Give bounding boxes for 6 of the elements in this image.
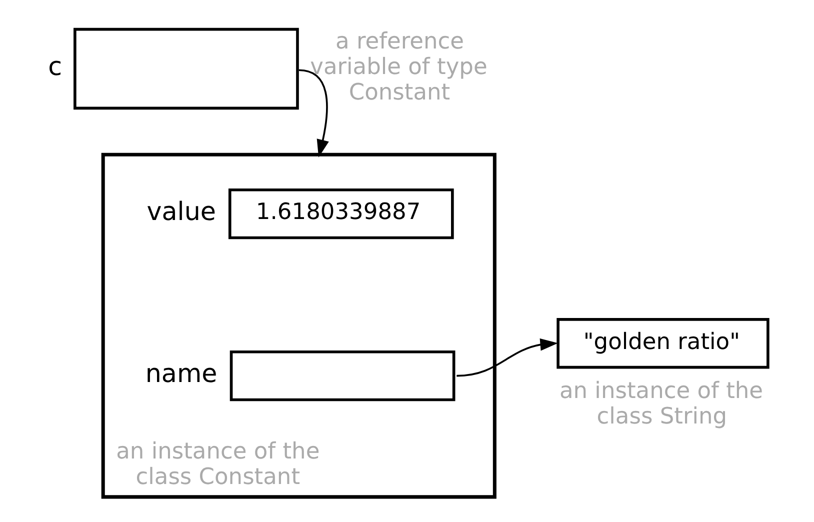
node-label: value (146, 196, 216, 226)
node-label: a reference variable of type Constant (310, 28, 488, 106)
node-label: an instance of the class Constant (116, 438, 320, 490)
node-label: name (145, 358, 218, 388)
node-label: an instance of the class String (559, 378, 764, 430)
node-label: c (48, 50, 62, 81)
